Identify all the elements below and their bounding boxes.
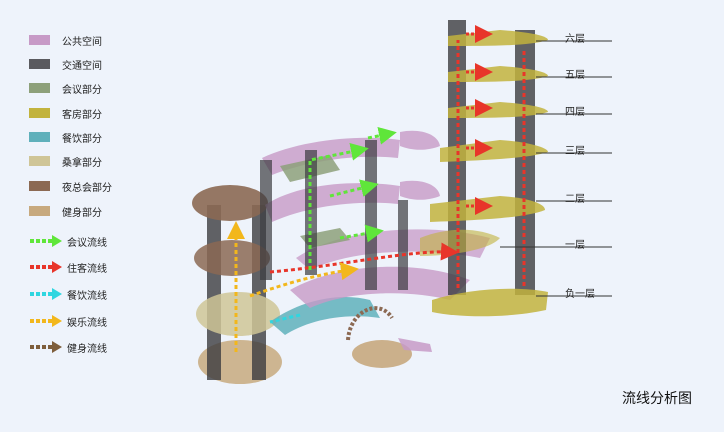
meeting-flow — [308, 126, 397, 270]
legend-swatch — [29, 83, 50, 93]
meeting-flow-1 — [308, 142, 369, 270]
floor-label-basement: 负一层 — [565, 289, 595, 300]
legend-swatch — [29, 206, 50, 216]
entertainment-flow — [249, 262, 359, 298]
public-wing-mid — [400, 180, 440, 200]
spiral-stair — [346, 306, 394, 341]
floor-label-6: 六层 — [565, 34, 585, 45]
podium-core-c — [365, 140, 377, 290]
meeting-flow-4 — [367, 126, 397, 145]
legend-label: 健身流线 — [67, 343, 107, 355]
legend-swatch — [29, 181, 50, 191]
entrance-canopy — [398, 338, 432, 352]
legend-flow-item: 娱乐流线 — [29, 314, 107, 329]
legend-area-item: 餐饮部分 — [29, 130, 102, 145]
legend-swatch — [29, 59, 50, 69]
figure-title: 流线分析图 — [622, 391, 692, 407]
nightclub-disc-top — [192, 185, 268, 221]
guest-arrow-podium — [269, 242, 459, 274]
legend-label: 住客流线 — [67, 263, 107, 275]
podium-core-a — [260, 160, 272, 280]
legend-flow-arrow-icon — [30, 288, 62, 300]
legend-area-item: 客房部分 — [29, 106, 102, 121]
sauna-disc — [196, 292, 280, 336]
legend-area-item: 交通空间 — [29, 57, 102, 72]
legend-flow-item: 会议流线 — [29, 234, 107, 249]
floor-label-2: 二层 — [565, 194, 585, 205]
legend-label: 健身部分 — [62, 207, 102, 219]
legend-area-item: 健身部分 — [29, 204, 102, 219]
floor-leaders — [500, 40, 612, 297]
legend-flow-arrow-icon — [30, 261, 62, 273]
room-floor-5 — [448, 66, 548, 82]
legend-flow-item: 健身流线 — [29, 340, 107, 355]
room-floor-3 — [440, 140, 548, 162]
floor-label-1: 一层 — [565, 240, 585, 251]
public-level-basement — [290, 266, 470, 308]
legend-flow-item: 住客流线 — [29, 260, 107, 275]
legend-flow-arrow-icon — [30, 341, 62, 353]
legend-swatch — [29, 156, 50, 166]
dining-flow — [269, 313, 301, 324]
legend-swatch — [29, 132, 50, 142]
legend-label: 餐饮流线 — [67, 290, 107, 302]
legend-area-item: 公共空间 — [29, 33, 102, 48]
legend-label: 餐饮部分 — [62, 133, 102, 145]
nightclub-disc-mid — [194, 240, 270, 276]
legend-label: 公共空间 — [62, 36, 102, 48]
legend-area-item: 夜总会部分 — [29, 179, 112, 194]
floor-label-3: 三层 — [565, 146, 585, 157]
legend-label: 会议部分 — [62, 84, 102, 96]
legend-flow-item: 餐饮流线 — [29, 287, 107, 302]
legend-label: 客房部分 — [62, 109, 102, 121]
public-wing-upper — [400, 130, 440, 150]
legend-flow-arrow-icon — [30, 315, 62, 327]
legend-label: 桑拿部分 — [62, 157, 102, 169]
legend-label: 会议流线 — [67, 237, 107, 249]
legend-area-item: 会议部分 — [29, 81, 102, 96]
dining-wing — [270, 296, 380, 335]
legend-flow-arrow-icon — [30, 235, 62, 247]
legend-area-item: 桑拿部分 — [29, 154, 102, 169]
tower-core-right — [515, 30, 535, 295]
room-floor-basement — [432, 288, 548, 317]
legend-label: 交通空间 — [62, 60, 102, 72]
legend-label: 夜总会部分 — [62, 182, 112, 194]
floor-label-4: 四层 — [565, 107, 585, 118]
fitness-tower — [192, 185, 282, 384]
legend-swatch — [29, 35, 50, 45]
podium-core-d — [398, 200, 408, 290]
room-floor-1 — [420, 229, 500, 256]
legend-swatch — [29, 108, 50, 118]
meeting-flow-3 — [339, 224, 384, 243]
floor-label-5: 五层 — [565, 70, 585, 81]
guest-tower — [269, 20, 548, 317]
lobby-disc — [352, 340, 412, 368]
legend-label: 娱乐流线 — [67, 317, 107, 329]
